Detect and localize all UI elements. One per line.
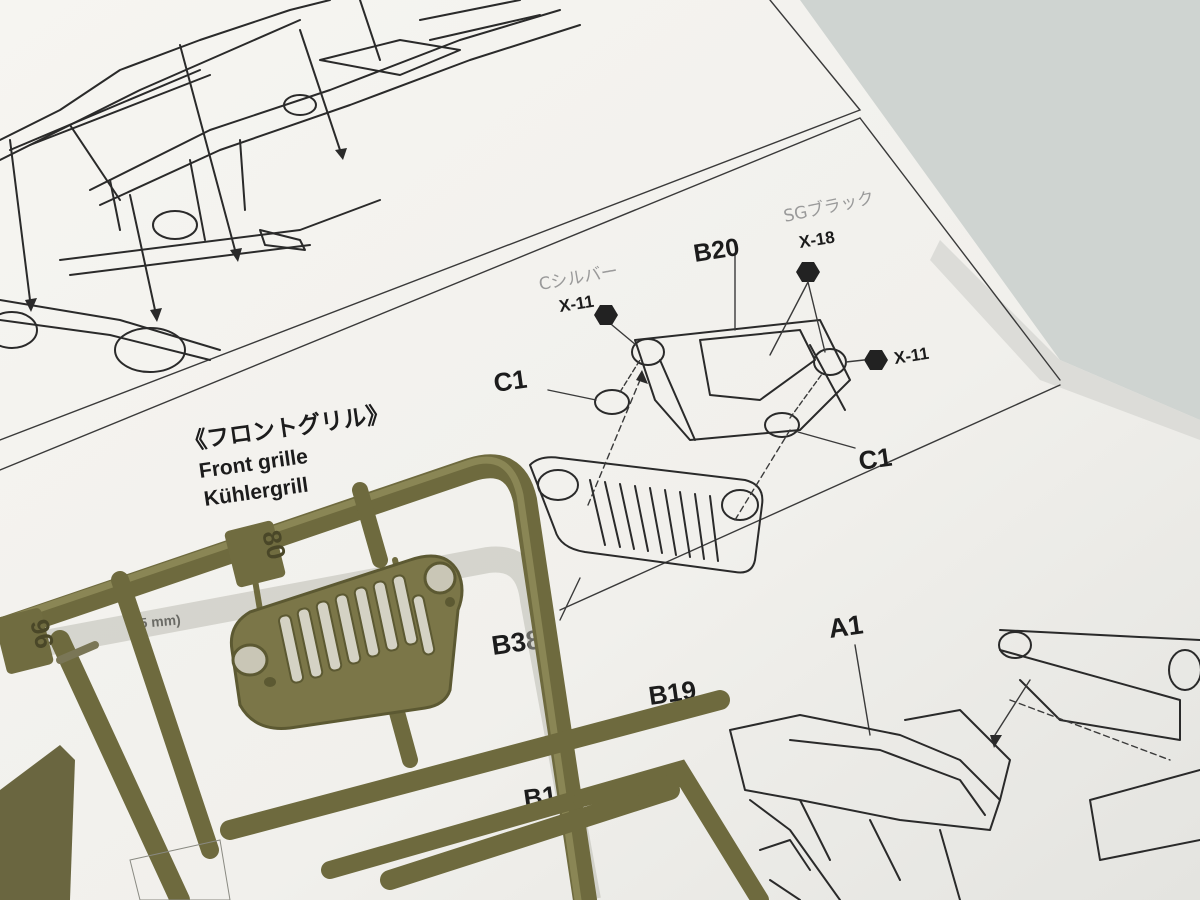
grille-assembly-diagram: [529, 254, 888, 621]
body-drawing: [729, 629, 1200, 900]
panel-border-divider: [559, 384, 1061, 611]
paint-marker-icon: [864, 350, 888, 370]
molded-grille-part: [229, 554, 464, 731]
part-label-c1-right: C1: [857, 442, 894, 476]
sprue-tag-mid: [224, 520, 286, 588]
panel-border-mid: [0, 117, 861, 471]
sprue-tag-left: [0, 608, 54, 674]
part-label-a1: A1: [827, 609, 865, 644]
sprue-tag-mid-number: 80: [256, 527, 292, 562]
paper-fold-shadow: [930, 240, 1200, 440]
panel-border-right: [859, 117, 1061, 381]
plastic-sprue: 80 96: [0, 454, 769, 900]
panel-border-top: [0, 0, 862, 441]
paint-marker-icon: [594, 305, 618, 325]
paint-marker-icon: [796, 262, 820, 282]
sprue-tag-left-number: 96: [24, 616, 60, 651]
chassis-drawing: [0, 0, 581, 373]
part-label-c1-left: C1: [492, 364, 529, 398]
